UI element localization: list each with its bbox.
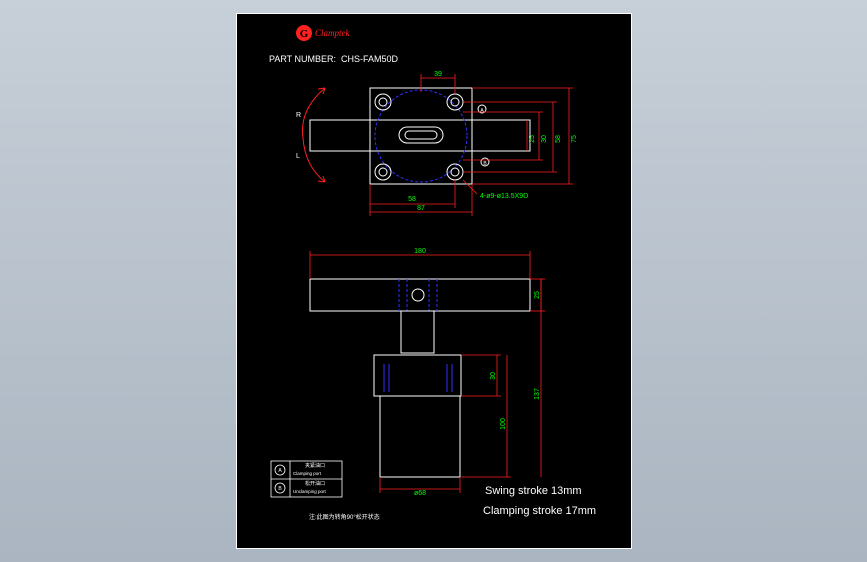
dim-75: 75 <box>571 135 578 143</box>
dim-30-top: 30 <box>541 135 548 143</box>
drawing-sheet: G Clamptek PART NUMBER: CHS-FAM50D <box>236 13 632 549</box>
dim-100: 100 <box>500 418 507 430</box>
dim-39: 39 <box>434 71 442 78</box>
drawing-canvas: G Clamptek PART NUMBER: CHS-FAM50D <box>269 25 596 521</box>
port-b-marker: B <box>483 161 487 167</box>
dim-58-vertical: 58 <box>555 135 562 143</box>
svg-text:G: G <box>300 28 309 40</box>
direction-l-label: L <box>296 153 300 160</box>
port-a-marker: A <box>480 108 484 114</box>
dim-25-front: 25 <box>534 291 541 299</box>
legend-row1-en: Clamping port <box>293 471 322 476</box>
dim-58-horizontal: 58 <box>408 196 416 203</box>
dim-180: 180 <box>414 248 426 255</box>
brand-logo: G Clamptek <box>296 25 350 41</box>
front-view-labels: 180 25 30 100 137 ø68 <box>414 248 541 497</box>
top-view <box>301 74 573 216</box>
dim-137: 137 <box>534 388 541 400</box>
direction-r-label: R <box>296 112 301 119</box>
drawing-note: 注:此图为转角90°松开状态 <box>309 513 380 521</box>
cylinder-body <box>379 395 461 478</box>
top-view-labels: R L 39 58 87 25 30 58 75 4-ø9-ø13.5X9D A… <box>296 71 578 212</box>
legend-symbol-b: B <box>278 486 282 492</box>
dim-87: 87 <box>417 205 425 212</box>
piston-rod <box>400 310 435 354</box>
part-number-label: PART NUMBER: <box>269 54 336 64</box>
legend-row2-en: Unclamping port <box>293 489 327 494</box>
hole-note: 4-ø9-ø13.5X9D <box>480 193 528 200</box>
dim-30-front: 30 <box>490 372 497 380</box>
brand-name: Clamptek <box>315 28 350 38</box>
part-number-value: CHS-FAM50D <box>341 54 399 64</box>
swing-stroke-spec: Swing stroke 13mm <box>485 485 582 497</box>
legend-row1-cn: 夹紧油口 <box>305 462 325 469</box>
dim-68: ø68 <box>414 490 426 497</box>
legend-symbol-a: A <box>278 468 282 474</box>
clamping-stroke-spec: Clamping stroke 17mm <box>483 505 596 517</box>
port-legend: A B 夹紧油口 Clamping port 松开油口 Unclamping p… <box>270 460 343 498</box>
mounting-flange <box>373 354 462 397</box>
dim-25-top: 25 <box>529 135 536 143</box>
legend-row2-cn: 松开油口 <box>305 480 325 487</box>
front-view <box>309 251 545 493</box>
clamp-arm-side <box>309 278 531 312</box>
